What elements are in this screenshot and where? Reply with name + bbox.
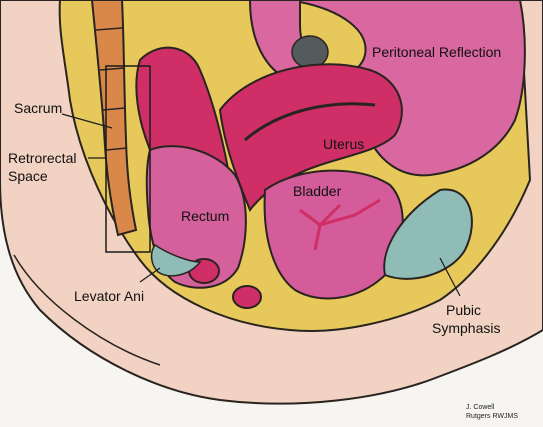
uterine-cavity (244, 102, 376, 142)
credit-author: J. Cowell (466, 404, 495, 411)
levator-ani-muscle (150, 243, 202, 277)
pubic-symphysis-bone (383, 188, 473, 280)
label-uterus: Uterus (323, 136, 365, 152)
label-retrorectal-1: Retrorectal (8, 150, 77, 166)
label-symphasis: Symphasis (432, 320, 501, 336)
label-retrorectal-2: Space (8, 168, 48, 184)
label-rectum: Rectum (181, 208, 230, 224)
leader-lines (61, 113, 461, 297)
label-levator-ani: Levator Ani (74, 288, 145, 304)
uterus-organ (218, 63, 403, 213)
bowel-gray (291, 35, 329, 69)
bladder-folds (299, 198, 381, 251)
urethra (232, 285, 262, 309)
label-bladder: Bladder (293, 183, 342, 199)
label-sacrum: Sacrum (14, 100, 63, 116)
retrorectal-box (105, 65, 151, 253)
sacrum-segments (95, 27, 128, 151)
credit-institution: Rutgers RWJMS (466, 413, 518, 420)
rectum-organ (145, 145, 247, 289)
inner-torso-line (13, 254, 161, 366)
label-peritoneal-reflection: Peritoneal Reflection (372, 44, 502, 60)
sacrum-bone (90, 0, 138, 237)
label-pubic: Pubic (446, 302, 482, 318)
